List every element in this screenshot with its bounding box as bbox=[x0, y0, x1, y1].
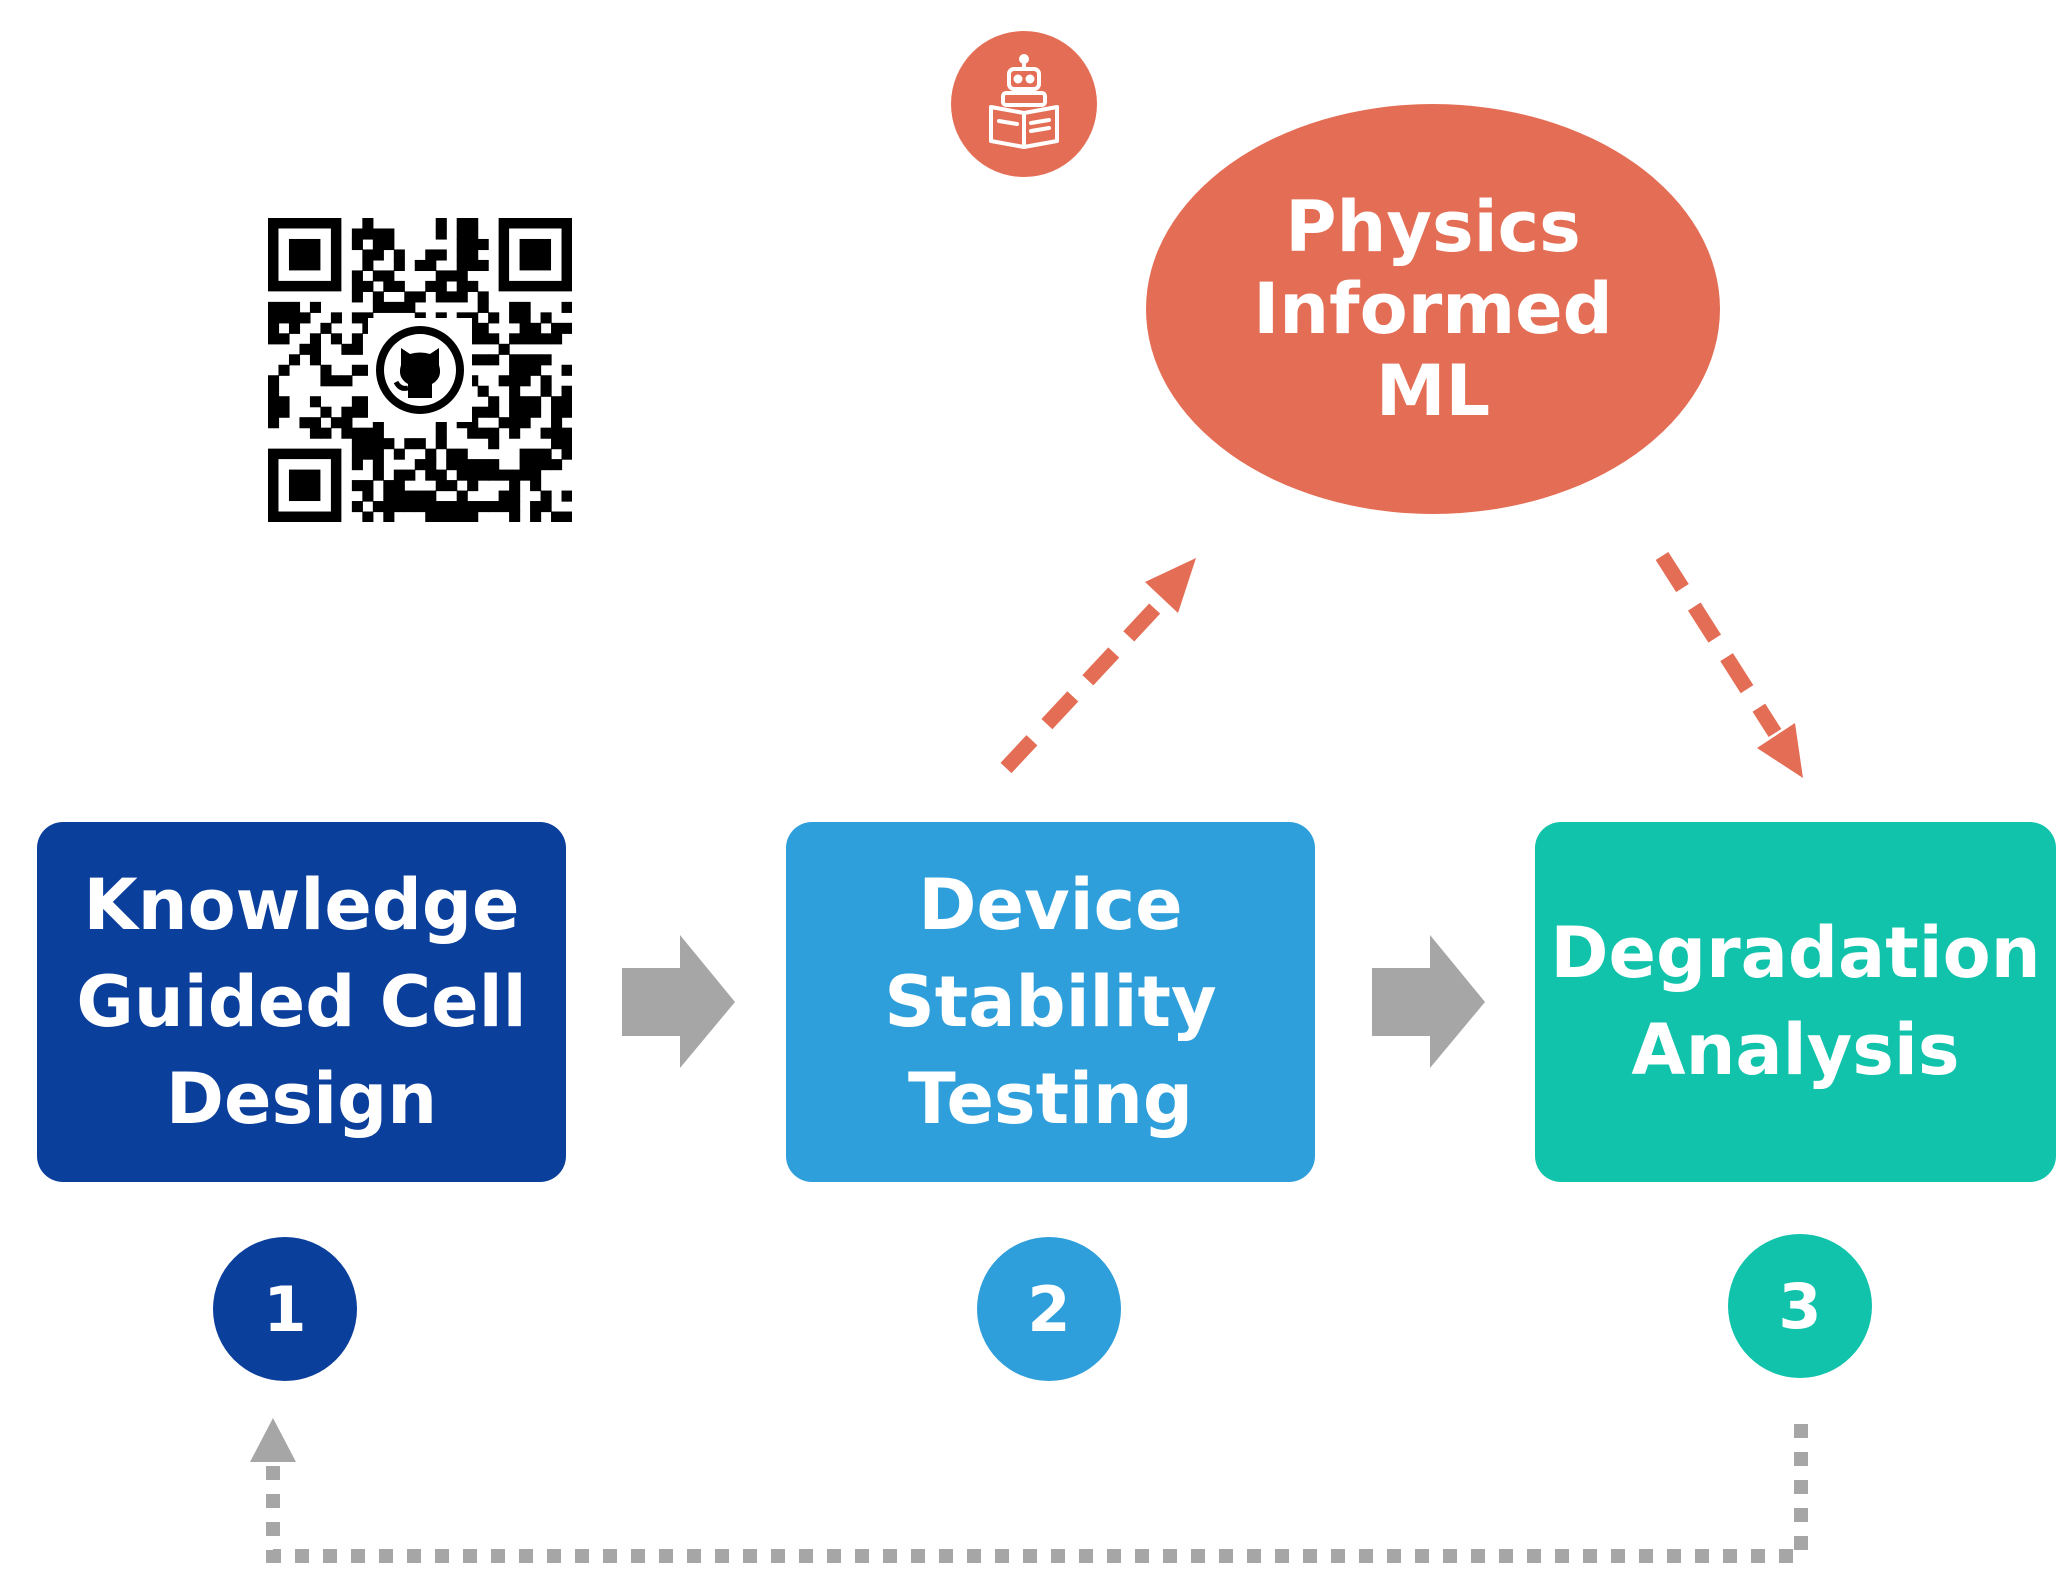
ml-node-line-2: Informed bbox=[1253, 268, 1613, 350]
feedback-loop-line bbox=[266, 1424, 1808, 1563]
ml-node-line-3: ML bbox=[1375, 350, 1491, 432]
step-number-3: 3 bbox=[1728, 1234, 1872, 1378]
step-1-line-1: Knowledge bbox=[83, 863, 520, 946]
qr-code[interactable] bbox=[268, 218, 572, 522]
robot-icon-circle bbox=[951, 31, 1097, 177]
flow-arrow-2-3 bbox=[1372, 935, 1485, 1068]
step-number-1: 1 bbox=[213, 1237, 357, 1381]
step-3-line-1: Degradation bbox=[1550, 912, 2041, 994]
ml-node-line-1: Physics bbox=[1285, 186, 1581, 268]
step-box-knowledge-guided-cell-design: Knowledge Guided Cell Design bbox=[37, 822, 566, 1182]
step-2-line-3: Testing bbox=[908, 1057, 1193, 1140]
ml-arrow-up-head bbox=[1145, 558, 1196, 613]
step-2-line-1: Device bbox=[918, 863, 1183, 946]
github-icon bbox=[376, 326, 464, 414]
step-box-degradation-analysis: Degradation Analysis bbox=[1535, 822, 2056, 1182]
step-1-line-3: Design bbox=[165, 1057, 438, 1140]
flow-arrow-1-2 bbox=[622, 935, 735, 1068]
ml-arrow-up-shaft bbox=[1000, 584, 1178, 774]
step-3-line-2: Analysis bbox=[1631, 1009, 1960, 1091]
robot-reading-book-icon bbox=[989, 54, 1059, 149]
github-logo-badge bbox=[368, 318, 472, 422]
step-2-line-2: Stability bbox=[884, 960, 1217, 1043]
ml-arrow-down-shaft bbox=[1655, 551, 1782, 738]
step-1-line-2: Guided Cell bbox=[76, 960, 527, 1043]
ml-arrow-down-head bbox=[1757, 723, 1803, 778]
step-box-device-stability-testing: Device Stability Testing bbox=[786, 822, 1315, 1182]
physics-informed-ml-node: Physics Informed ML bbox=[1146, 104, 1720, 514]
qr-code-pattern bbox=[268, 218, 572, 522]
feedback-loop-arrowhead bbox=[250, 1418, 296, 1462]
step-number-2: 2 bbox=[977, 1237, 1121, 1381]
